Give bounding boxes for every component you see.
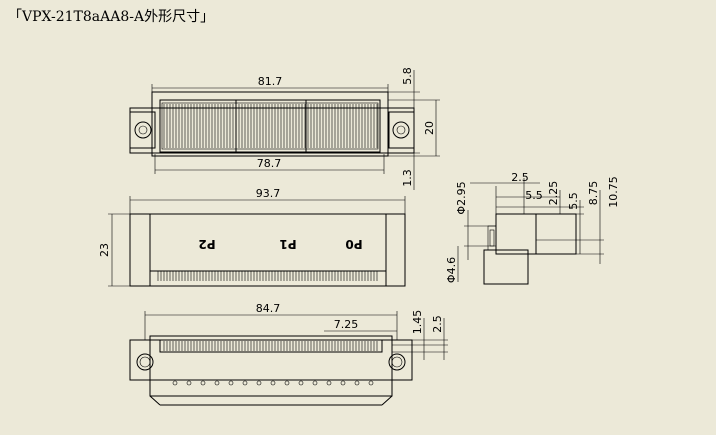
dim-front-width: 93.7 xyxy=(256,187,281,200)
mount-hole xyxy=(256,380,262,386)
label-p2: P2 xyxy=(198,237,215,251)
dim-side-4: 5.5 xyxy=(567,192,580,210)
mount-hole xyxy=(284,380,290,386)
dim-bottom-offset: 1.3 xyxy=(401,169,414,187)
mount-hole xyxy=(368,380,374,386)
mount-hole xyxy=(326,380,332,386)
mount-hole xyxy=(200,380,206,386)
mount-hole xyxy=(242,380,248,386)
dim-top-offset: 5.8 xyxy=(401,67,414,85)
dim-side-3: 2.25 xyxy=(547,181,560,206)
side-view: 2.5 5.5 2.25 5.5 8.75 10.75 Φ2.95 Φ4.6 xyxy=(445,171,620,285)
bottom-view: 84.7 7.25 1.45 2.5 xyxy=(129,302,448,406)
dim-top-inner-width: 78.7 xyxy=(257,157,282,170)
dim-side-2: 5.5 xyxy=(525,189,543,202)
dim-bottom-width: 84.7 xyxy=(256,302,281,315)
dim-front-height: 23 xyxy=(98,243,111,257)
drawing-title: 「VPX-21T8aAA8-A外形尺寸」 xyxy=(8,9,215,25)
label-p0: P0 xyxy=(345,237,362,251)
dim-side-diam-a: Φ2.95 xyxy=(455,181,468,214)
mount-hole xyxy=(312,380,318,386)
mount-hole xyxy=(298,380,304,386)
mount-hole xyxy=(340,380,346,386)
mount-hole xyxy=(172,380,178,386)
dim-bottom-offset-b: 2.5 xyxy=(431,315,444,333)
mount-hole xyxy=(186,380,192,386)
dim-side-6: 10.75 xyxy=(607,176,620,208)
label-p1: P1 xyxy=(279,237,296,251)
dim-bottom-offset-a: 1.45 xyxy=(411,310,424,335)
mount-hole xyxy=(228,380,234,386)
mount-hole xyxy=(354,380,360,386)
top-view: 81.7 78.7 5.8 20 1.3 xyxy=(129,67,440,190)
dim-side-5: 8.75 xyxy=(587,181,600,206)
dim-bottom-pitch: 7.25 xyxy=(334,318,359,331)
dim-side-1: 2.5 xyxy=(511,171,529,184)
dim-top-width: 81.7 xyxy=(258,75,283,88)
dim-top-height: 20 xyxy=(423,121,436,135)
mount-hole xyxy=(214,380,220,386)
mount-hole xyxy=(270,380,276,386)
dim-side-diam-b: Φ4.6 xyxy=(445,257,458,283)
front-view: 93.7 23 P2 P1 P0 xyxy=(98,187,406,287)
